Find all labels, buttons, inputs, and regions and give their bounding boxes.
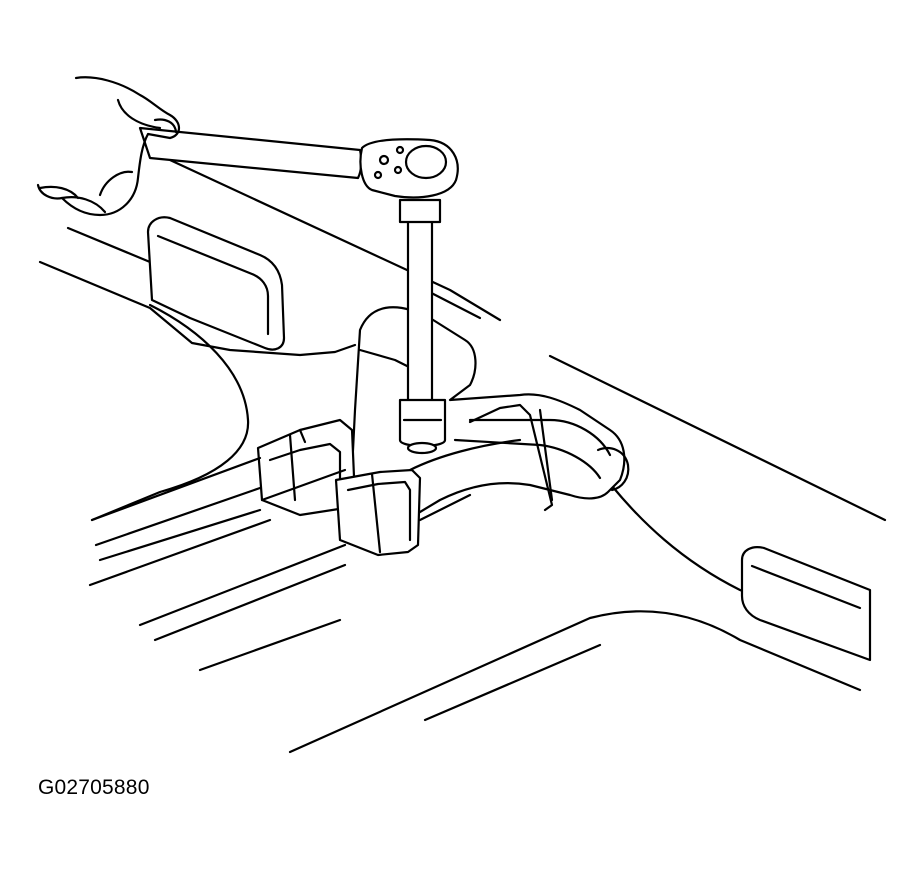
clamp-straps xyxy=(256,403,554,557)
figure-id-label: G02705880 xyxy=(38,776,150,799)
right-raised-pad xyxy=(740,546,872,662)
socket-extension xyxy=(398,198,447,455)
ratchet-wrench xyxy=(138,126,459,199)
left-raised-pad xyxy=(146,216,286,351)
technician-hand xyxy=(36,76,181,217)
tube-lines xyxy=(90,456,472,522)
floor-panel xyxy=(38,158,887,754)
